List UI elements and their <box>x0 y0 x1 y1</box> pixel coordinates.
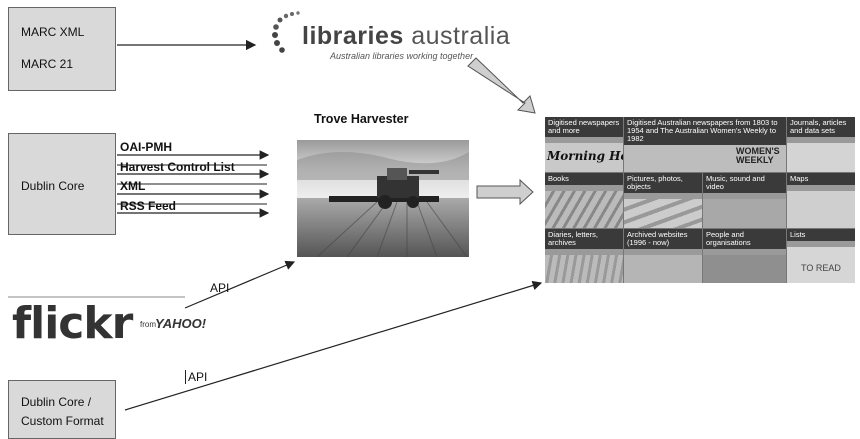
combine-harvester-image <box>297 140 469 257</box>
harvester-to-trove-block-arrow <box>476 178 534 206</box>
tile-archived-websites: Archived websites (1996 - now) <box>624 229 702 283</box>
dublin-core-label: Dublin Core <box>21 179 85 193</box>
cap-archived-websites: Archived websites (1996 - now) <box>624 229 702 249</box>
tile-lists: TO READ Lists <box>787 229 855 283</box>
tile-pictures: Pictures, photos, objects <box>624 173 702 228</box>
cap-lists: Lists <box>787 229 855 241</box>
tile-journals: Journals, articles and data sets <box>787 117 855 172</box>
protocol-rss-feed: RSS Feed <box>120 199 177 213</box>
flickr-api-label: API <box>210 281 230 295</box>
custom-api-arrow <box>124 280 543 411</box>
protocol-xml: XML <box>120 179 146 193</box>
cap-maps: Maps <box>787 173 855 185</box>
custom-api-label: API <box>185 370 207 384</box>
tile-maps: Maps <box>787 173 855 228</box>
libraries-australia-wordmark: libraries australia <box>302 22 511 50</box>
marc-xml-label: MARC XML <box>21 25 85 39</box>
tile-music: Music, sound and video <box>703 173 786 228</box>
libraries-australia-dots-icon <box>272 11 300 53</box>
custom-line-2: Custom Format <box>21 414 104 428</box>
custom-line-1: Dublin Core / <box>21 395 92 409</box>
dublin-core-source-box: Dublin Core <box>8 133 116 235</box>
libraries-australia-tagline: Australian libraries working together <box>330 51 474 61</box>
newspaper-masthead: Morning Herald <box>547 149 623 163</box>
list-note: TO READ <box>801 263 841 273</box>
yahoo-logo: YAHOO! <box>155 316 207 331</box>
cap-books: Books <box>545 173 623 185</box>
protocol-oai-pmh: OAI-PMH <box>120 140 172 154</box>
cap-pictures: Pictures, photos, objects <box>624 173 702 193</box>
trove-category-grid: Morning Herald Digitised newspapers and … <box>545 117 855 283</box>
tile-books: Books <box>545 173 623 228</box>
libraries-to-trove-block-arrow <box>467 57 536 114</box>
tile-diaries: Diaries, letters, archives <box>545 229 623 283</box>
cap-people: People and organisations <box>703 229 786 249</box>
magazine-title: WOMEN'S WEEKLY <box>736 146 780 165</box>
tile-digitised-newspapers: Morning Herald Digitised newspapers and … <box>545 117 623 172</box>
marc-source-box: MARC XML MARC 21 <box>8 7 116 91</box>
marc-21-label: MARC 21 <box>21 57 74 71</box>
flickr-logo: flickr <box>12 298 133 349</box>
tile-people: People and organisations <box>703 229 786 283</box>
flickr-from-label: from <box>140 320 156 329</box>
cap-journals: Journals, articles and data sets <box>787 117 855 137</box>
cap-music: Music, sound and video <box>703 173 786 193</box>
cap-diaries: Diaries, letters, archives <box>545 229 623 249</box>
flickr-api-arrow <box>184 260 296 309</box>
harvester-title: Trove Harvester <box>314 112 409 126</box>
cap-newspaper-range: Digitised Australian newspapers from 180… <box>624 117 786 145</box>
combine-harvester-photo-icon <box>297 140 469 257</box>
tile-newspaper-range: WOMEN'S WEEKLY Digitised Australian news… <box>624 117 786 172</box>
cap-digitised-newspapers: Digitised newspapers and more <box>545 117 623 137</box>
custom-format-source-box: Dublin Core / Custom Format <box>8 380 116 439</box>
protocol-harvest-control-list: Harvest Control List <box>120 160 235 174</box>
